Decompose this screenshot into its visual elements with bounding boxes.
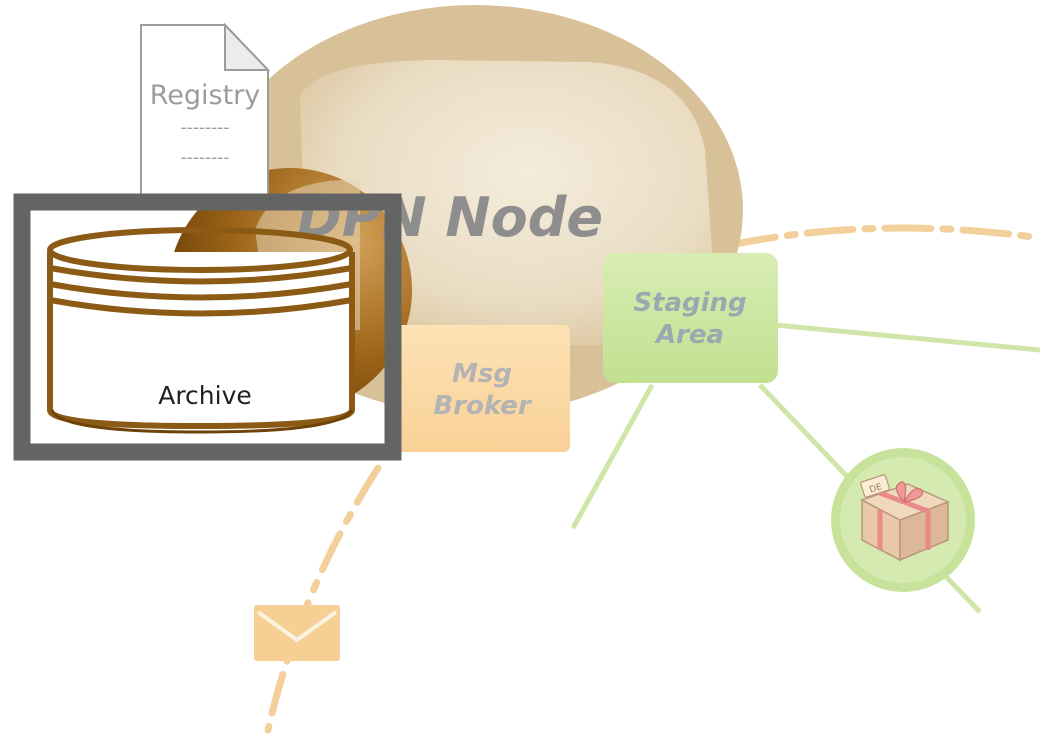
archive[interactable]: Archive bbox=[13, 193, 402, 461]
package-ribbon-v bbox=[879, 490, 931, 550]
staging-area[interactable]: Staging Area bbox=[603, 253, 778, 383]
green-line-right bbox=[774, 322, 1041, 353]
msg-broker[interactable]: Msg Broker bbox=[392, 325, 570, 452]
package-tag bbox=[860, 474, 890, 498]
broker-label-line-1: Msg bbox=[452, 359, 512, 389]
envelope-icon bbox=[254, 605, 340, 661]
cylinder-band-4 bbox=[49, 297, 353, 317]
package-tag-label: DE bbox=[868, 482, 883, 496]
staging-box[interactable] bbox=[603, 253, 778, 383]
envelope-body bbox=[254, 605, 340, 661]
registry-label: Registry bbox=[150, 80, 261, 111]
orange-dashed-orbit bbox=[726, 224, 1044, 249]
green-line-to-package bbox=[758, 383, 862, 492]
registry-line-2: -------- bbox=[180, 148, 229, 168]
orange-dashed-path-down bbox=[264, 464, 382, 734]
registry-line-1: -------- bbox=[180, 118, 229, 138]
archive-label: Archive bbox=[158, 381, 252, 410]
staging-label-line-2: Area bbox=[654, 320, 724, 350]
green-line-down-left bbox=[570, 383, 655, 530]
cylinder-band-3 bbox=[49, 281, 353, 301]
cylinder-bottom-shadow bbox=[50, 409, 354, 434]
staging-label-line-1: Staging bbox=[633, 288, 746, 318]
registry-document: Registry -------- -------- bbox=[140, 22, 271, 201]
cylinder-top-band-1 bbox=[47, 227, 353, 273]
registry-page-fold bbox=[224, 22, 271, 71]
package-bow bbox=[895, 481, 924, 503]
envelope-flap bbox=[256, 610, 338, 643]
connections bbox=[264, 224, 1044, 734]
archive-cylinder-icon bbox=[47, 227, 355, 434]
cylinder-band-2 bbox=[49, 265, 353, 285]
broker-box[interactable] bbox=[392, 325, 570, 452]
package-icon: DE bbox=[831, 448, 975, 592]
broker-label-line-2: Broker bbox=[433, 391, 533, 421]
archive-focus-frame[interactable] bbox=[13, 193, 402, 461]
